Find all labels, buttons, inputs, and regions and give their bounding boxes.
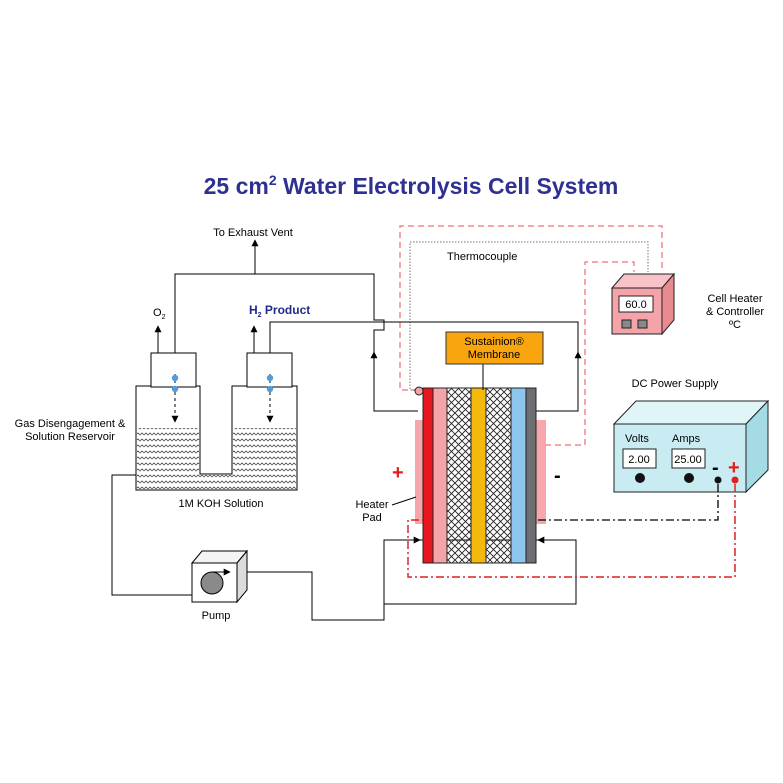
negative-terminal[interactable] <box>714 476 722 484</box>
cathode-flow-plate <box>510 387 527 564</box>
volts-display <box>622 448 657 469</box>
pump-label: Pump <box>202 610 231 622</box>
thermocouple-inner-wire <box>409 241 649 391</box>
pump-loop-left <box>111 474 192 596</box>
pump <box>190 549 249 604</box>
thermocouple-label: Thermocouple <box>447 251 517 263</box>
volts-readout: 2.00 <box>628 454 649 466</box>
anode-gdl <box>446 387 472 564</box>
heater-pad-pointer <box>391 496 417 506</box>
h2-bubble <box>266 385 274 393</box>
ps-minus-sign: - <box>712 457 719 479</box>
negative-lead <box>536 484 719 521</box>
reservoir-neck-left <box>150 352 197 388</box>
amps-readout: 25.00 <box>674 454 702 466</box>
gas-disengagement-label: Gas Disengagement &Solution Reservoir <box>15 418 126 443</box>
h2-product-label: H2 Product <box>249 303 310 319</box>
pump-loop-right <box>228 571 385 621</box>
h2-return-line <box>174 273 418 412</box>
anode-flow-plate <box>432 387 448 564</box>
page-title: 25 cm2 Water Electrolysis Cell System <box>204 172 619 199</box>
cathode-minus-sign: - <box>554 465 561 487</box>
dc-power-supply: Volts Amps 2.00 25.00 <box>612 399 770 494</box>
cathode-gdl <box>485 387 512 564</box>
controller-temp-readout: 60.0 <box>625 299 646 311</box>
controller-button-1[interactable] <box>621 319 632 329</box>
amps-display <box>671 448 706 469</box>
o2-bubble <box>171 374 179 382</box>
volts-label: Volts <box>625 433 649 445</box>
positive-lead <box>407 484 736 578</box>
gas-reservoir <box>135 352 298 491</box>
exhaust-label: To Exhaust Vent <box>213 227 293 239</box>
cell-heater-controller: 60.0 <box>610 272 676 336</box>
amps-label: Amps <box>672 433 701 445</box>
membrane-label: Sustainion®Membrane <box>464 336 523 361</box>
anode-end-plate <box>422 387 434 564</box>
cathode-end-plate <box>525 387 537 564</box>
amps-knob[interactable] <box>684 473 694 483</box>
membrane <box>470 387 487 564</box>
anode-plus-sign: + <box>392 462 404 484</box>
positive-terminal[interactable] <box>731 476 739 484</box>
h2-bubble <box>266 374 274 382</box>
dc-power-supply-label: DC Power Supply <box>632 378 719 390</box>
o2-return-line <box>269 321 579 412</box>
solution-label: 1M KOH Solution <box>179 498 264 510</box>
electrolysis-cell <box>414 386 546 564</box>
heater-control-wire <box>584 261 635 445</box>
o2-bubble <box>171 385 179 393</box>
membrane-callout <box>445 331 544 365</box>
ps-plus-sign: + <box>728 457 740 479</box>
o2-label: O2 <box>153 307 166 321</box>
pump-rotor-icon <box>200 571 224 595</box>
controller-button-2[interactable] <box>637 319 648 329</box>
thermocouple-outer-loop <box>399 225 663 391</box>
thermocouple-probe-icon <box>414 386 424 396</box>
volts-knob[interactable] <box>635 473 645 483</box>
controller-display <box>618 295 654 313</box>
